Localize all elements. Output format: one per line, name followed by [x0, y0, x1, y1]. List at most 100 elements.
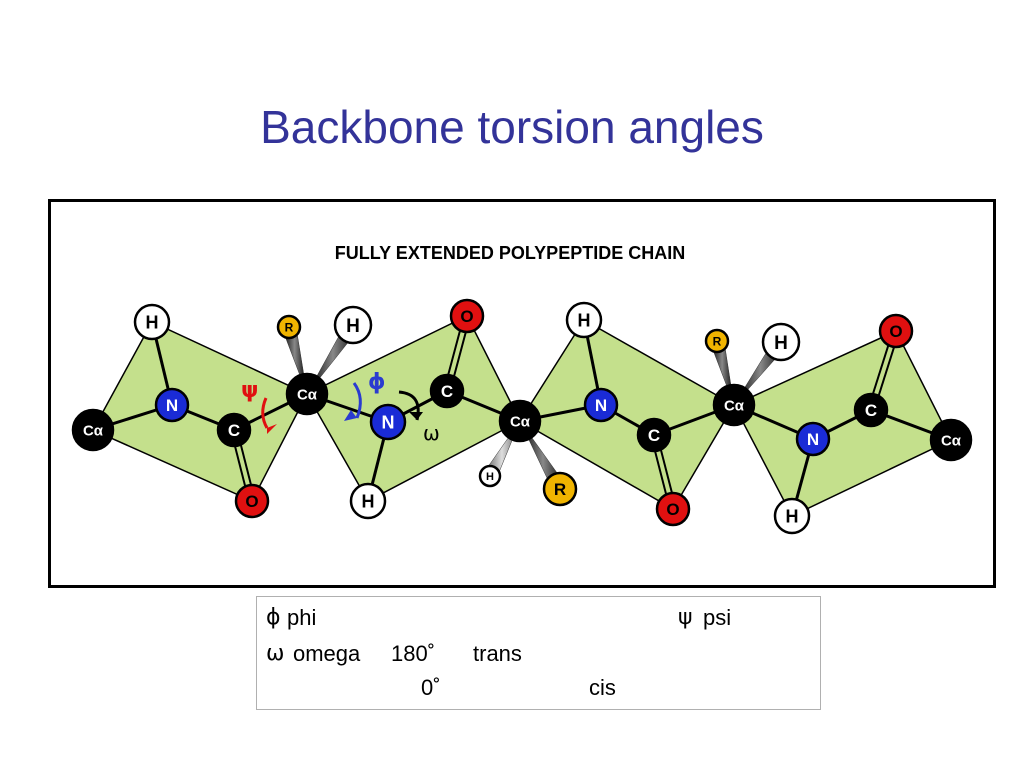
- oxygen-atom: O: [655, 491, 691, 527]
- atom-circle: [853, 392, 889, 428]
- legend-omega-symbol: ω: [266, 641, 285, 666]
- atom-label: C: [865, 401, 877, 420]
- atom-circle: [71, 408, 115, 452]
- legend-psi-symbol: ψ: [678, 605, 693, 630]
- atom-label: N: [595, 396, 607, 415]
- atom-label: O: [666, 500, 679, 519]
- r-group-atom: R: [542, 471, 578, 507]
- hydrogen-atom: H: [478, 464, 502, 488]
- hydrogen-atom: H: [773, 497, 811, 535]
- atom-circle: [285, 372, 329, 416]
- atom-label: N: [807, 430, 819, 449]
- atom-circle: [761, 322, 801, 362]
- atom-label: N: [382, 412, 395, 432]
- atom-circle: [878, 313, 914, 349]
- legend-omega-trans-label: trans: [473, 641, 522, 666]
- legend-omega-name: omega: [293, 641, 361, 666]
- carbon-atom: C: [216, 412, 252, 448]
- atom-label: O: [889, 322, 902, 341]
- legend-omega-cis-label: cis: [589, 675, 616, 700]
- carbon-atom: C: [853, 392, 889, 428]
- atom-label: R: [285, 320, 294, 334]
- c-alpha-atom: Cα: [929, 418, 973, 462]
- atom-label: H: [146, 312, 159, 332]
- legend-phi-symbol: ϕ: [266, 605, 281, 630]
- hydrogen-atom: H: [349, 482, 387, 520]
- atom-circle: [655, 491, 691, 527]
- atom-circle: [773, 497, 811, 535]
- carbon-atom: C: [636, 417, 672, 453]
- psi-symbol: ψ: [241, 378, 258, 403]
- atom-label: H: [786, 506, 799, 526]
- atom-circle: [929, 418, 973, 462]
- phi-rotation-arrow: [352, 382, 362, 419]
- carbon-atom: C: [429, 373, 465, 409]
- atom-circle: [565, 301, 603, 339]
- phi-rotation-arrowhead: [344, 410, 357, 421]
- atom-label: H: [362, 491, 375, 511]
- atom-label: Cα: [510, 413, 531, 430]
- rotation-arrows: ψ ϕ ω: [241, 370, 440, 445]
- c-alpha-atom: Cα: [285, 372, 329, 416]
- c-alpha-atom: Cα: [71, 408, 115, 452]
- atom-label: H: [486, 471, 494, 483]
- r-group-atom: R: [276, 314, 302, 340]
- legend-omega-trans-angle: 180˚: [391, 641, 436, 666]
- atom-circle: [449, 298, 485, 334]
- omega-rotation-arrowhead: [409, 412, 423, 420]
- atom-label: C: [648, 426, 660, 445]
- atom-circle: [216, 412, 252, 448]
- atom-label: Cα: [941, 432, 962, 449]
- atom-circle: [704, 328, 730, 354]
- atom-label: H: [578, 310, 591, 330]
- atom-circle: [498, 399, 542, 443]
- atom-label: C: [228, 421, 240, 440]
- legend-omega-cis-angle: 0˚: [421, 675, 441, 700]
- atom-circle: [133, 303, 171, 341]
- atom-circle: [429, 373, 465, 409]
- nitrogen-atom: N: [795, 421, 831, 457]
- atom-label: C: [441, 382, 453, 401]
- atom-circle: [369, 403, 407, 441]
- diagram-frame: FULLY EXTENDED POLYPEPTIDE CHAIN ψ ϕ ω C…: [48, 199, 996, 588]
- atom-label: O: [245, 492, 258, 511]
- atom-label: O: [460, 307, 473, 326]
- atom-circle: [349, 482, 387, 520]
- atom-label: R: [554, 480, 566, 499]
- atom-label: R: [713, 334, 722, 348]
- polypeptide-diagram: FULLY EXTENDED POLYPEPTIDE CHAIN ψ ϕ ω C…: [71, 243, 973, 535]
- atom-circle: [234, 483, 270, 519]
- atom-circle: [542, 471, 578, 507]
- diagram-heading: FULLY EXTENDED POLYPEPTIDE CHAIN: [335, 243, 685, 263]
- atom-circle: [583, 387, 619, 423]
- c-alpha-atom: Cα: [712, 383, 756, 427]
- atom-circle: [712, 383, 756, 427]
- atom-label: H: [346, 316, 360, 337]
- atom-circle: [636, 417, 672, 453]
- oxygen-atom: O: [878, 313, 914, 349]
- phi-symbol: ϕ: [368, 370, 386, 395]
- nitrogen-atom: N: [369, 403, 407, 441]
- hydrogen-atom: H: [761, 322, 801, 362]
- oxygen-atom: O: [449, 298, 485, 334]
- nitrogen-atom: N: [154, 387, 190, 423]
- atom-label: Cα: [297, 386, 318, 403]
- psi-rotation-arrowhead: [267, 424, 277, 434]
- legend-phi-name: phi: [287, 605, 317, 630]
- slide-title: Backbone torsion angles: [260, 101, 764, 153]
- legend-box: ϕ phi ψ psi ω omega 180˚ trans 0˚ cis: [256, 596, 821, 710]
- hydrogen-atom: H: [565, 301, 603, 339]
- r-group-atom: R: [704, 328, 730, 354]
- atom-circle: [333, 305, 373, 345]
- atom-circle: [154, 387, 190, 423]
- atom-label: N: [166, 396, 178, 415]
- atom-label: H: [774, 333, 788, 354]
- atom-circle: [478, 464, 502, 488]
- nitrogen-atom: N: [583, 387, 619, 423]
- omega-symbol: ω: [423, 421, 440, 445]
- hydrogen-atom: H: [333, 305, 373, 345]
- atom-circle: [276, 314, 302, 340]
- atom-circle: [795, 421, 831, 457]
- oxygen-atom: O: [234, 483, 270, 519]
